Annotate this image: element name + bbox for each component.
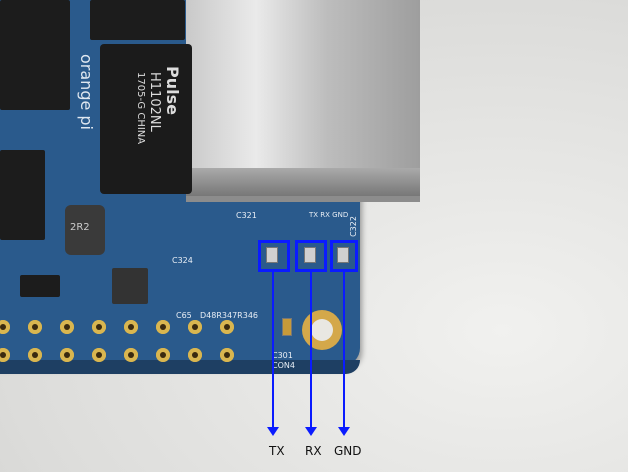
pulse-brand: Pulse [163,66,182,115]
header-pin [92,320,106,334]
header-pin [28,320,42,334]
cap-label: C65 [176,311,192,320]
gnd-highlight-box [330,240,358,272]
chip-top [90,0,185,40]
rx-highlight-box [295,240,327,272]
pcb-edge [0,360,360,374]
tx-label: TX [269,444,285,458]
resistor-labels: D48R347R346 [200,311,258,320]
pulse-origin: 1705-G CHINA [135,72,146,145]
header-pin [220,348,234,362]
cap-label: C321 [236,211,257,220]
inductor-small [112,268,148,304]
pulse-part: H1102NL [147,72,162,132]
cap-label: C301 [272,351,293,360]
inductor-label: 2R2 [70,222,90,233]
header-pin [0,348,10,362]
header-pin [124,348,138,362]
header-pin [188,320,202,334]
header-pin [124,320,138,334]
header-pin [156,348,170,362]
header-pin [60,320,74,334]
rx-label: RX [305,444,322,458]
pin-pad-tx [266,247,278,263]
tx-arrow [267,272,279,436]
cap-label: C322 [348,216,358,237]
header-pin [220,320,234,334]
gnd-arrow [338,272,350,436]
header-pin [156,320,170,334]
tx-highlight-box [258,240,290,272]
brand-silk: orange pi [77,54,96,130]
header-pin [92,348,106,362]
connector-label: CON4 [272,361,295,370]
header-pin [0,320,10,334]
smd-component [282,318,292,336]
cap-label: C324 [172,256,193,265]
header-pin [188,348,202,362]
soc-chip [0,0,70,110]
pulse-transformer [100,44,192,194]
pin-pad-gnd [337,247,349,263]
gnd-label: GND [334,444,362,458]
chip-left [0,150,45,240]
ethernet-jack-base [186,168,420,196]
rx-arrow [305,272,317,436]
header-pin [60,348,74,362]
mounting-hole [302,310,342,350]
chip-small [20,275,60,297]
pin-pad-rx [304,247,316,263]
inductor [65,205,105,255]
header-silk: TX RX GND [309,211,349,219]
header-pin [28,348,42,362]
